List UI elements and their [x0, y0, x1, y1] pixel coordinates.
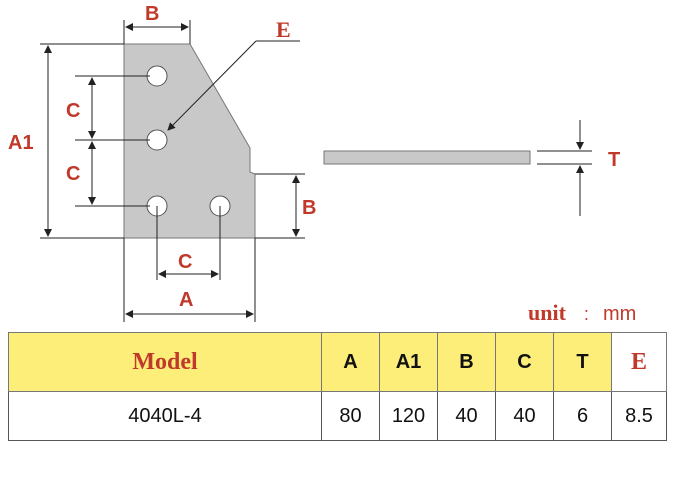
header-b: B: [437, 332, 496, 392]
label-c-lower: C: [66, 163, 80, 185]
label-c-bottom: C: [178, 251, 192, 273]
spec-table: Model A A1 B C T E 4040L-4 80 120 40 40 …: [8, 332, 667, 441]
side-view-bar: [323, 150, 531, 165]
dimension-c-horizontal: [156, 206, 221, 280]
label-e: E: [276, 17, 291, 42]
label-b-top: B: [145, 3, 159, 25]
label-a: A: [179, 289, 193, 311]
header-model: Model: [8, 332, 322, 392]
unit-colon: :: [583, 304, 589, 324]
dimension-a1: [40, 43, 124, 239]
cell-t: 6: [553, 391, 612, 441]
dimension-t: [537, 120, 592, 216]
header-e: E: [611, 332, 667, 392]
cell-a: 80: [321, 391, 380, 441]
header-c: C: [495, 332, 554, 392]
leader-e: [167, 40, 300, 131]
cell-c: 40: [495, 391, 554, 441]
table-row: 4040L-4 80 120 40 40 6 8.5: [8, 391, 667, 441]
unit-note: unit: mm: [528, 300, 636, 326]
cell-e: 8.5: [611, 391, 667, 441]
unit-label: unit: [528, 300, 566, 325]
header-a: A: [321, 332, 380, 392]
l-plate: [123, 43, 256, 239]
header-t: T: [553, 332, 612, 392]
cell-a1: 120: [379, 391, 438, 441]
unit-value: mm: [602, 303, 637, 325]
cell-b: 40: [437, 391, 496, 441]
dimension-b-right: [255, 173, 305, 239]
table-header-row: Model A A1 B C T E: [8, 332, 667, 392]
technical-drawing: B E A1 C C B C A: [8, 3, 620, 322]
label-b-right: B: [302, 197, 316, 219]
dimension-a: [123, 238, 256, 322]
dimension-b-top: [123, 20, 191, 44]
label-t: T: [608, 149, 620, 171]
label-c-upper: C: [66, 100, 80, 122]
cell-model: 4040L-4: [8, 391, 322, 441]
header-a1: A1: [379, 332, 438, 392]
dimension-c-vertical: [75, 75, 150, 207]
label-a1: A1: [8, 132, 34, 154]
